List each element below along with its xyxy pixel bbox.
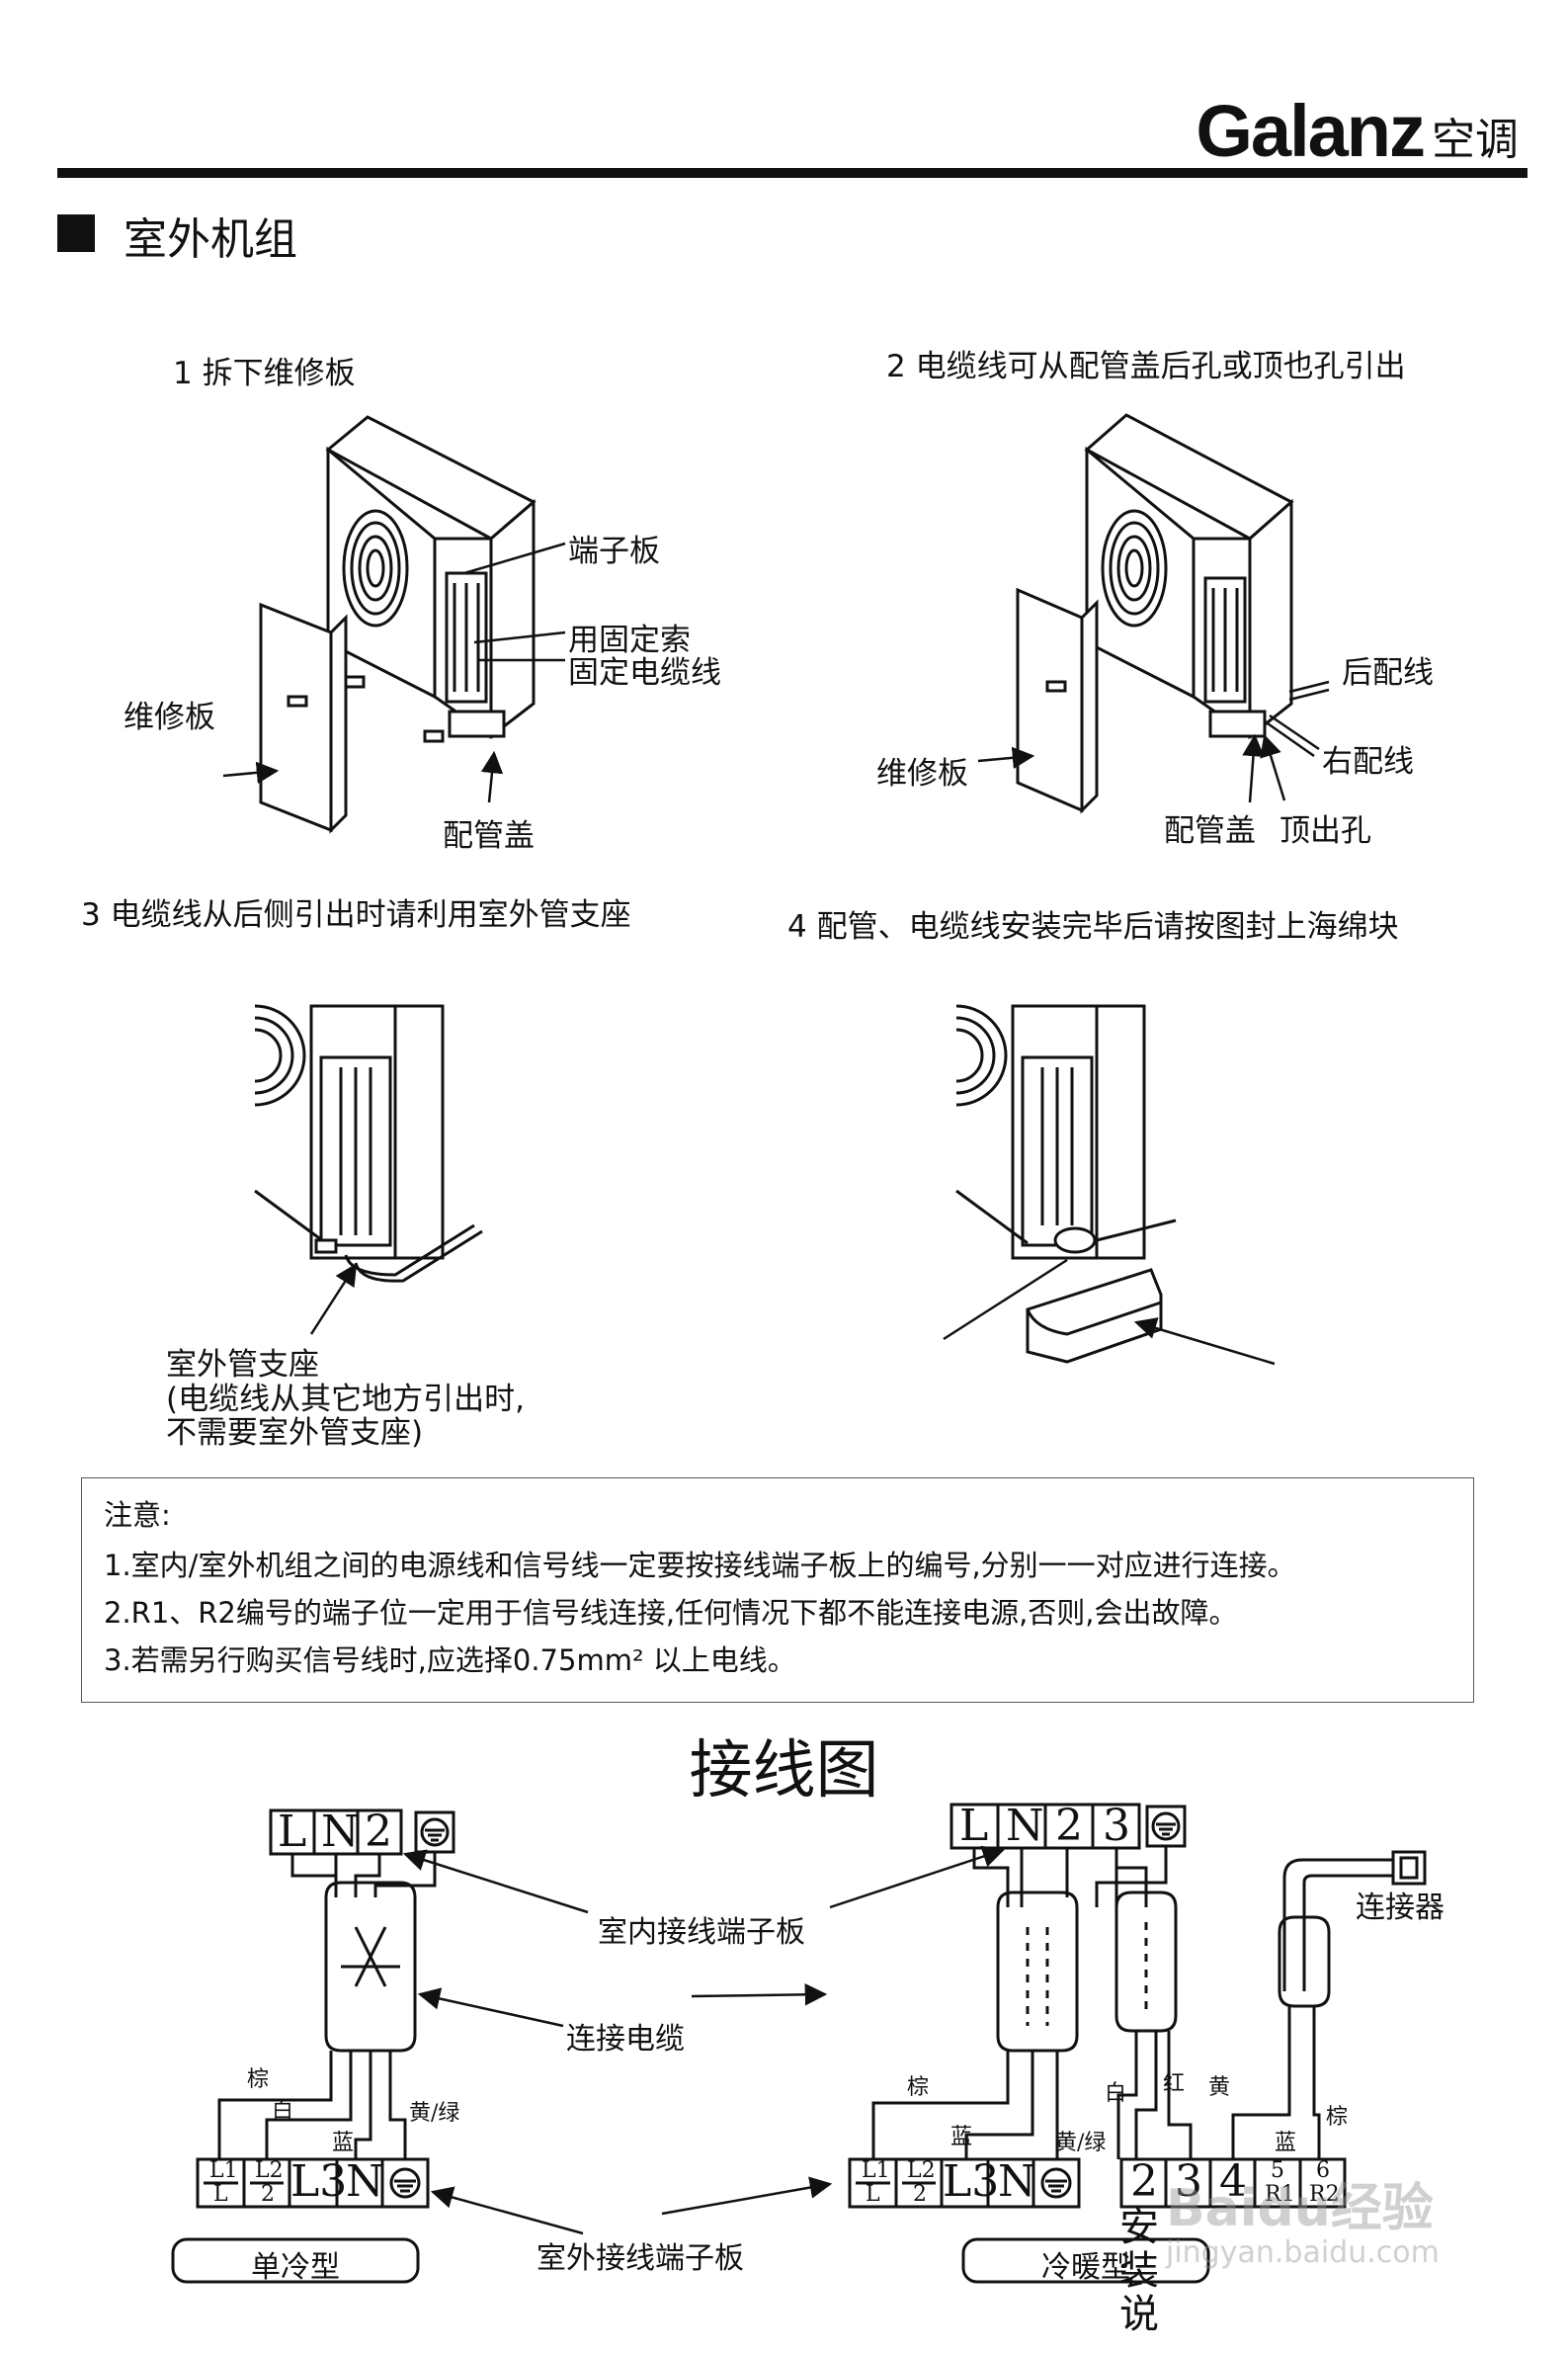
wl-b-t3: L3 [290,2156,348,2207]
wiring-callouts [402,1845,1006,2235]
wl-color-blue: 蓝 [332,2131,355,2155]
wiring-right [848,1803,1427,2284]
s2-label-right: 右配线 [1322,744,1414,780]
wr-color-blue2: 蓝 [1275,2131,1297,2155]
s3-label-1: 室外管支座 [166,1347,319,1383]
wl-color-white: 白 [272,2099,294,2124]
s1-label-fix2: 固定电缆线 [568,655,721,691]
type-heat: 冷暖型 [1041,2250,1130,2285]
header-rule [57,168,1527,178]
s1-leader-lines [222,542,566,803]
note-item-3: 3.若需另行购买信号线时,应选择0.75mm² 以上电线。 [104,1643,796,1677]
wiring-title: 接线图 [689,1734,879,1807]
wr-color-brown2: 棕 [1326,2105,1349,2130]
wr-top-3: 3 [1103,1801,1130,1851]
step4-caption: 4 配管、电缆线安装完毕后请按图封上海绵块 [787,909,1399,945]
wl-b-t1b: L [213,2182,228,2207]
s3-label-3: 不需要室外管支座) [166,1415,424,1451]
label-indoor-board: 室内接线端子板 [598,1915,805,1950]
label-connector: 连接器 [1356,1891,1444,1925]
wr-b-t5: 2 [1130,2156,1158,2207]
brand-logo: Galanz 空调 [1196,95,1519,168]
wr-top-2: 2 [1055,1801,1083,1851]
wl-b-t1a: L1 [209,2158,238,2183]
wl-b-t2b: 2 [261,2182,275,2207]
wr-top-N: N [1006,1801,1044,1851]
s1-label-panel: 维修板 [124,700,215,735]
type-single: 单冷型 [251,2250,340,2285]
wr-b-t7: 4 [1219,2156,1247,2207]
wl-color-brown: 棕 [247,2067,270,2092]
step1-caption: 1 拆下维修板 [173,356,356,391]
s2-label-rear: 后配线 [1342,655,1434,691]
section-title: 室外机组 [124,214,297,265]
s2-leader-lines [977,680,1330,803]
watermark-baidu: Baidu经验 [1166,2179,1434,2238]
label-outdoor-board: 室外接线端子板 [536,2241,744,2276]
wl-top-2: 2 [365,1807,392,1857]
note-item-2: 2.R1、R2编号的端子位一定用于信号线连接,任何情况下都不能连接电源,否则,会… [104,1596,1238,1630]
stray-vertical-text: 安装说 [1119,2205,1159,2337]
s1-service-panel [259,602,348,834]
notes-title: 注意: [104,1498,171,1532]
wl-top-L: L [278,1807,307,1857]
wr-b-t2a: L2 [907,2158,936,2183]
wl-b-t2a: L2 [255,2158,284,2183]
wr-b-t1a: L1 [862,2158,890,2183]
wr-color-yg: 黄/绿 [1055,2131,1107,2155]
wr-b-t1b: L [866,2182,880,2207]
brand-name: Galanz [1196,90,1426,172]
note-item-1: 1.室内/室外机组之间的电源线和信号线一定要按接线端子板上的编号,分别一一对应进… [104,1549,1296,1582]
wr-color-yellow: 黄 [1208,2075,1231,2100]
wr-color-white: 白 [1105,2081,1127,2106]
wr-b-t4: N [998,2156,1036,2207]
watermark-url: jingyan.baidu.com [1166,2235,1440,2270]
wl-b-t4: N [346,2156,384,2207]
wr-b-t8b: R1 [1265,2182,1295,2207]
wiring-left [171,1808,455,2284]
s3-outdoor-closeup [254,1004,483,1283]
wr-b-t9b: R2 [1309,2182,1340,2207]
wr-b-t2b: 2 [913,2182,927,2207]
wr-color-brown: 棕 [907,2075,930,2100]
wr-b-t3: L3 [943,2156,1000,2207]
wr-color-red: 红 [1163,2071,1186,2096]
s4-outdoor-closeup [955,1004,1177,1364]
s1-outdoor-unit [325,415,536,743]
wr-top-L: L [959,1801,989,1851]
wl-color-yg: 黄/绿 [409,2101,460,2126]
s1-label-cover: 配管盖 [443,818,535,854]
wr-b-t6: 3 [1175,2156,1202,2207]
section-bullet [57,214,95,252]
brand-suffix: 空调 [1432,115,1519,165]
step2-caption: 2 电缆线可从配管盖后孔或顶也孔引出 [886,349,1406,384]
label-cable: 连接电缆 [566,2022,685,2057]
step3-caption: 3 电缆线从后侧引出时请利用室外管支座 [81,897,631,933]
s2-label-cover: 配管盖 [1164,813,1256,849]
s1-label-fix1: 用固定索 [568,623,691,658]
s2-label-tophole: 顶出孔 [1279,813,1371,849]
s3-label-2: (电缆线从其它地方引出时, [166,1382,525,1417]
s1-label-terminal: 端子板 [568,534,660,569]
wr-b-t9a: 6 [1316,2158,1330,2183]
wl-top-N: N [321,1807,360,1857]
notes-box: 注意: 1.室内/室外机组之间的电源线和信号线一定要按接线端子板上的编号,分别一… [81,1477,1474,1703]
wr-b-t8a: 5 [1271,2158,1284,2183]
s2-service-panel [1016,587,1099,814]
wr-color-blue: 蓝 [950,2125,973,2149]
s2-label-panel: 维修板 [876,756,968,792]
s2-outdoor-unit [1084,413,1294,740]
